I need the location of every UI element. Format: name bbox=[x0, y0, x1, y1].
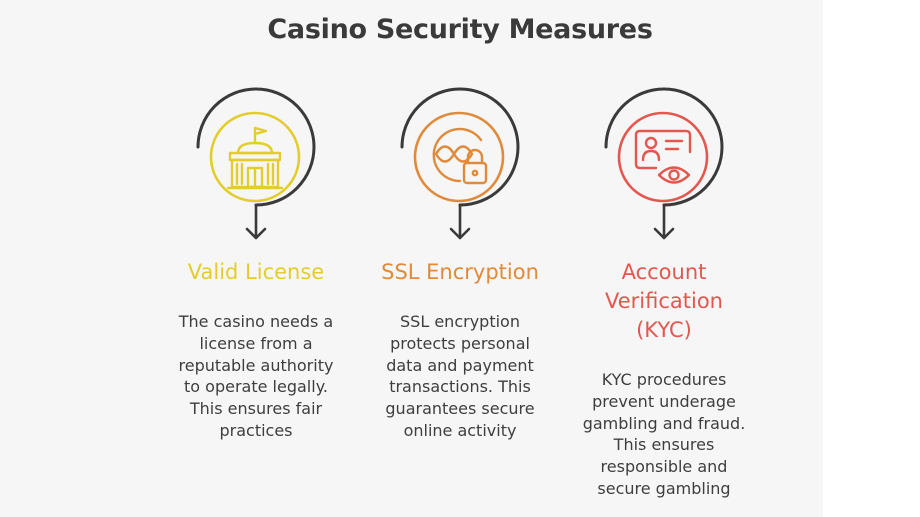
kyc-label-line: Verification bbox=[605, 289, 723, 313]
id-card-eye-icon bbox=[634, 129, 692, 184]
ssl-description-line: protects personal bbox=[390, 333, 530, 353]
ssl-description-line: transactions. This bbox=[389, 377, 531, 397]
license-graphic bbox=[196, 87, 316, 240]
ssl-arrow bbox=[449, 203, 471, 240]
kyc-graphic bbox=[604, 87, 724, 240]
license-description-line: license from a bbox=[199, 333, 313, 353]
ssl-description: SSL encryption protects personal data an… bbox=[340, 311, 580, 442]
kyc-description-line: gambling and fraud. bbox=[582, 413, 746, 433]
ssl-inner-circle bbox=[413, 111, 505, 203]
license-description-line: reputable authority bbox=[178, 355, 334, 375]
license-label: Valid License bbox=[187, 260, 325, 284]
diagram-title: Casino Security Measures bbox=[267, 14, 653, 45]
kyc-description-line: KYC procedures bbox=[601, 370, 727, 389]
building-flag-icon bbox=[226, 126, 284, 190]
license-description-line: The casino needs a bbox=[178, 312, 334, 331]
ssl-description-line: data and payment bbox=[386, 355, 534, 375]
kyc-label: Account Verification (KYC) bbox=[534, 258, 794, 345]
kyc-description-line: secure gambling bbox=[597, 478, 731, 498]
kyc-description-line: prevent underage bbox=[592, 391, 736, 411]
ssl-description-line: guarantees secure bbox=[385, 399, 535, 419]
ssl-description-line: SSL encryption bbox=[400, 312, 520, 331]
license-inner-circle bbox=[209, 111, 301, 203]
license-description: The casino needs a license from a reputa… bbox=[136, 311, 376, 442]
ssl-label: SSL Encryption bbox=[381, 260, 539, 284]
kyc-outer-arc bbox=[604, 87, 724, 207]
kyc-label-line: Account bbox=[621, 260, 707, 284]
license-description-line: This ensures fair bbox=[189, 399, 323, 419]
encryption-lock-icon bbox=[432, 127, 488, 185]
kyc-inner-circle bbox=[617, 111, 709, 203]
license-description-line: practices bbox=[219, 420, 293, 440]
license-outer-arc bbox=[196, 87, 316, 207]
diagram-panel bbox=[0, 0, 823, 517]
kyc-arrow bbox=[653, 203, 675, 240]
kyc-description: KYC procedures prevent underage gambling… bbox=[544, 369, 784, 500]
ssl-outer-arc bbox=[400, 87, 520, 207]
ssl-graphic bbox=[400, 87, 520, 240]
ssl-description-line: online activity bbox=[403, 420, 517, 440]
kyc-description-line: This ensures bbox=[613, 435, 715, 455]
kyc-description-line: responsible and bbox=[600, 457, 728, 477]
kyc-label-line: (KYC) bbox=[636, 318, 692, 342]
license-arrow bbox=[245, 203, 267, 240]
license-description-line: to operate legally. bbox=[184, 377, 328, 397]
